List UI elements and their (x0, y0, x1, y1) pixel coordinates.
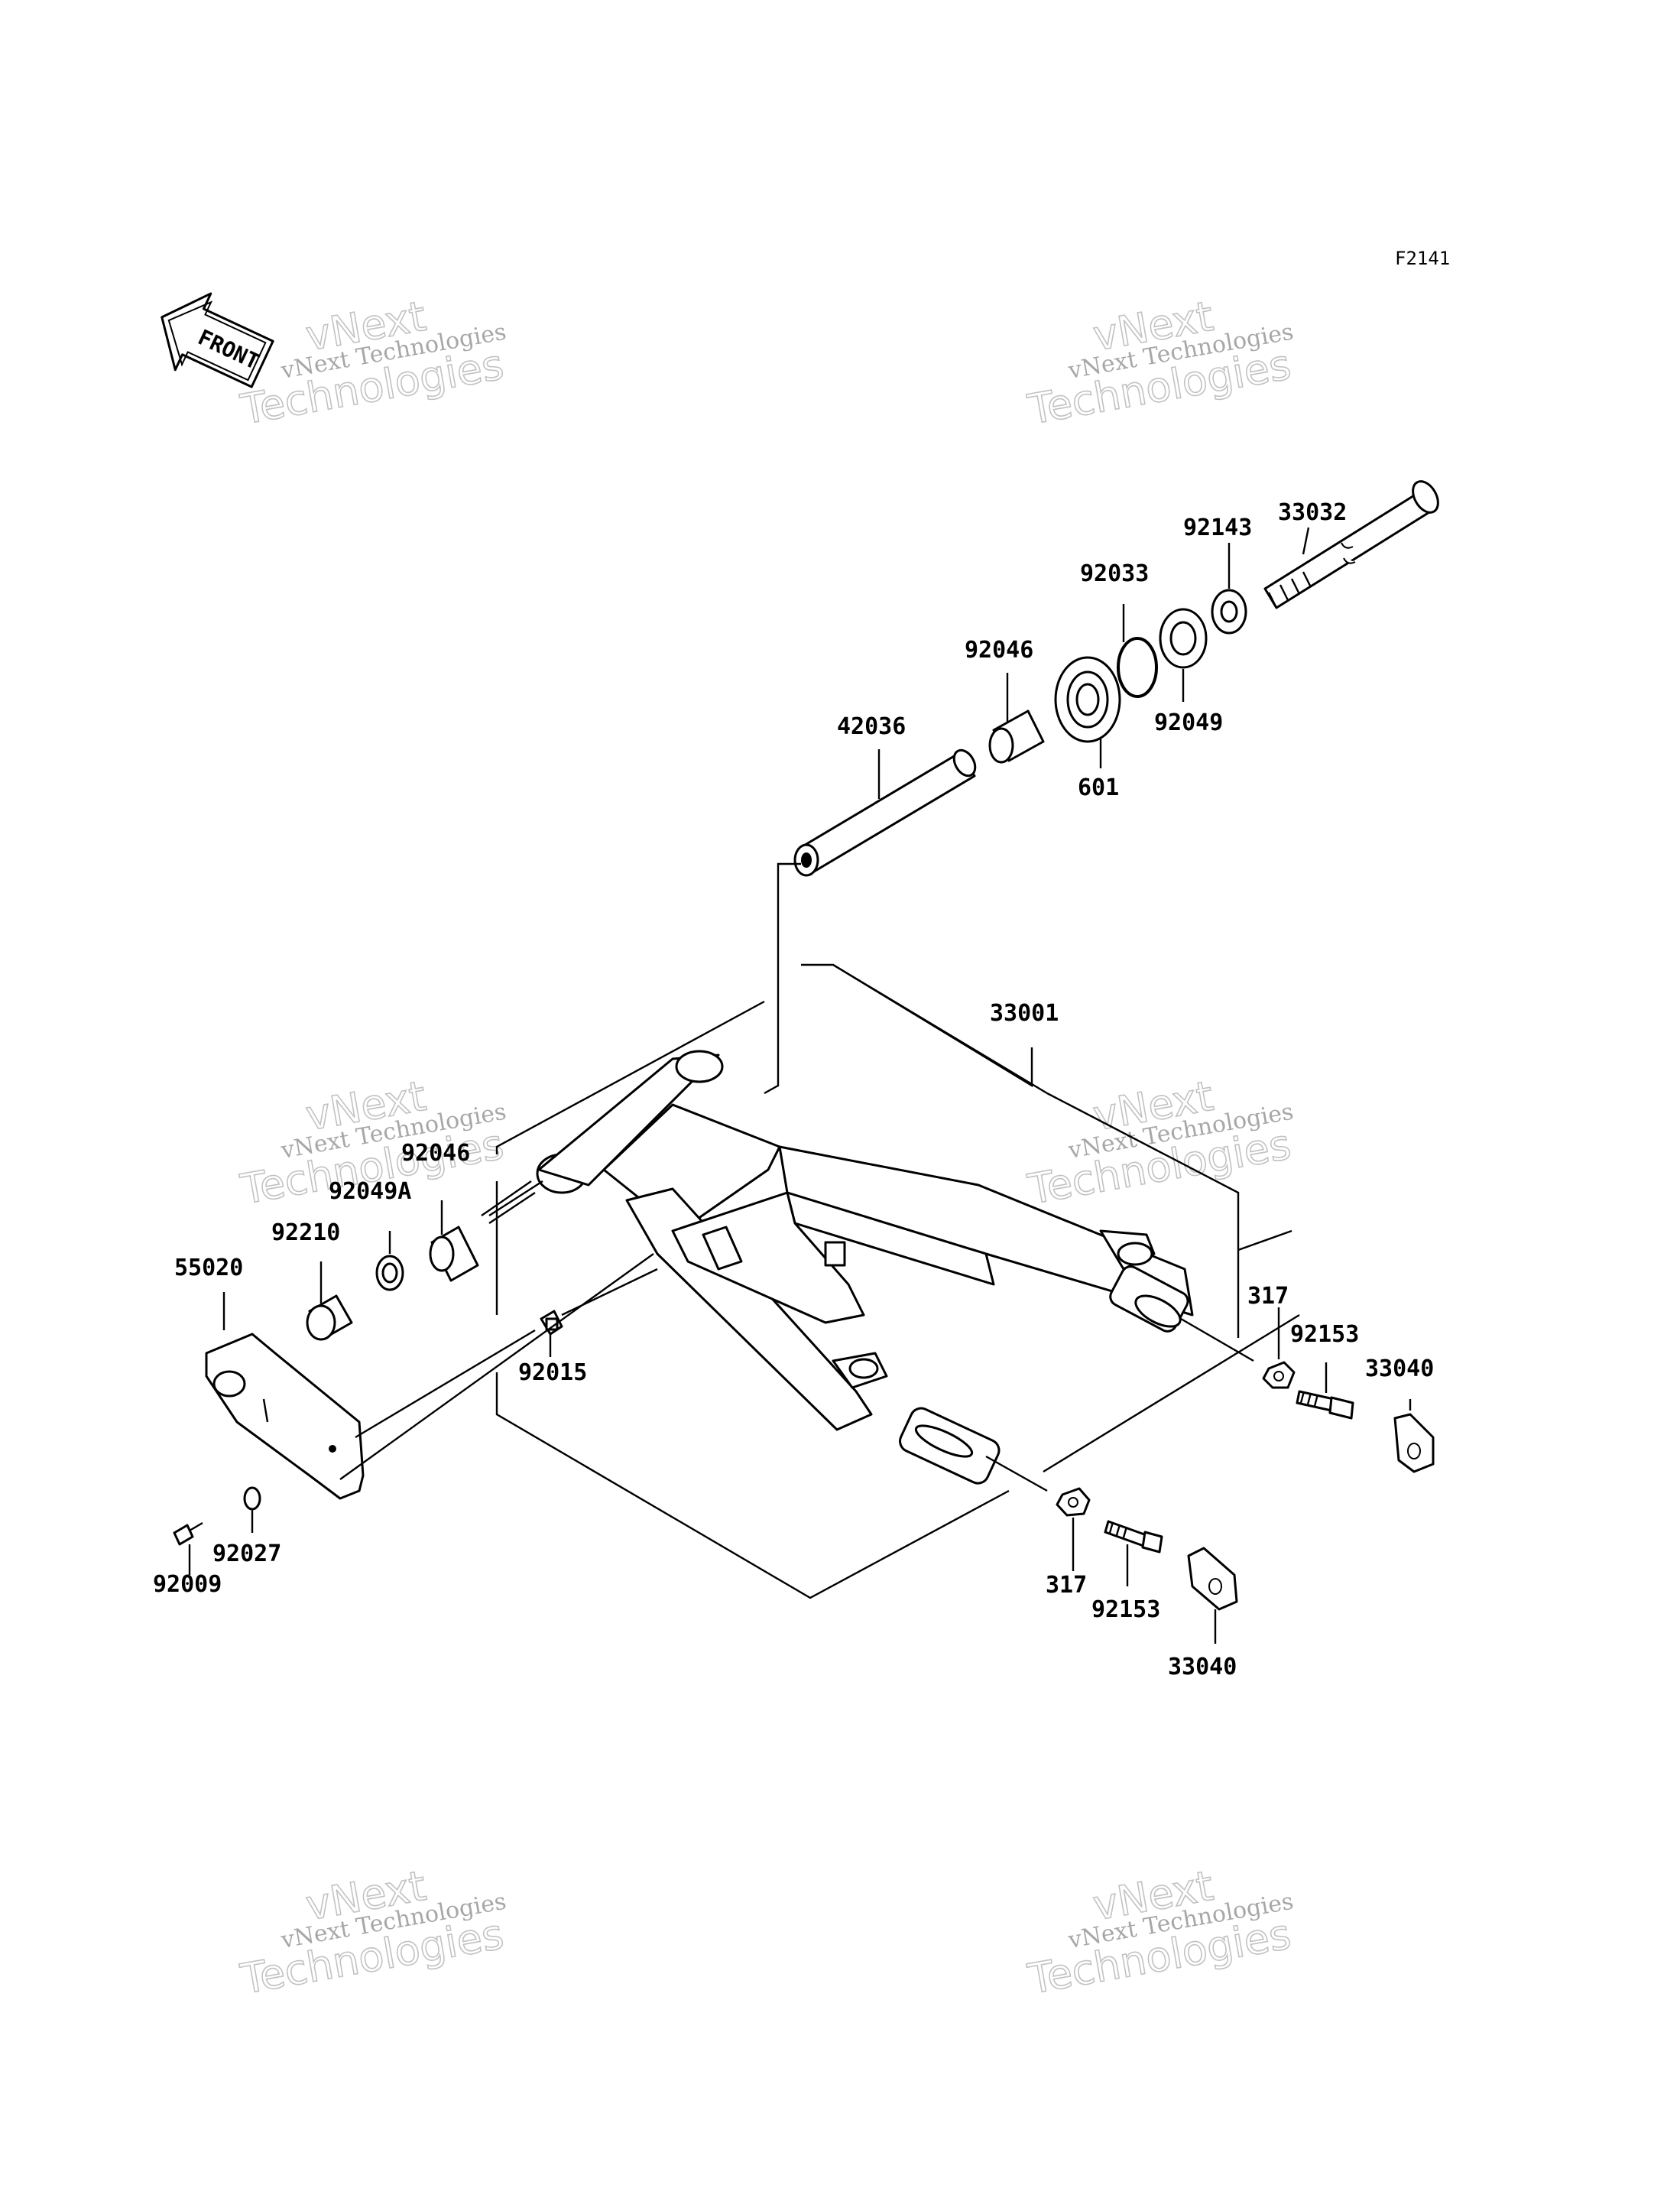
needle-bearing-left (429, 1226, 479, 1282)
part-label-92046: 92046 (965, 637, 1033, 664)
part-label-92143: 92143 (1183, 515, 1252, 541)
part-label-33040-lower: 33040 (1168, 1654, 1237, 1680)
figure-code: F2141 (1395, 248, 1450, 269)
watermark-top-right: vNext vNext Technologies Technologies (1023, 291, 1296, 434)
chain-guard-55020 (205, 1333, 365, 1500)
grease-nipple-92015 (540, 1310, 563, 1336)
leader-lines (188, 527, 1412, 1644)
circlip-92033 (1117, 637, 1158, 698)
part-label-33040-upper: 33040 (1365, 1355, 1434, 1382)
bolt-92153-upper (1296, 1390, 1354, 1420)
part-label-33032: 33032 (1278, 499, 1347, 526)
watermark-bottom-right: vNext vNext Technologies Technologies (1023, 1861, 1296, 2004)
part-label-92153-lower: 92153 (1091, 1596, 1160, 1623)
watermark-mid-right: vNext vNext Technologies Technologies (1023, 1071, 1296, 1214)
part-label-92046-left: 92046 (401, 1140, 470, 1167)
watermark-top-left: vNext vNext Technologies Technologies (236, 291, 508, 434)
part-label-601: 601 (1078, 774, 1119, 801)
swingarm-33001 (536, 1050, 1194, 1485)
part-label-33001: 33001 (990, 1000, 1059, 1027)
part-label-92210: 92210 (271, 1219, 340, 1246)
watermark-bottom-left: vNext vNext Technologies Technologies (236, 1861, 508, 2004)
part-label-92015: 92015 (518, 1359, 587, 1386)
needle-bearing-upper (988, 709, 1045, 764)
collar-92143 (1211, 589, 1247, 635)
part-label-92153-upper: 92153 (1290, 1321, 1359, 1348)
nut-317-upper (1262, 1361, 1296, 1389)
part-label-92049: 92049 (1154, 709, 1223, 736)
part-label-92049A: 92049A (329, 1178, 411, 1205)
sleeve-42036 (793, 748, 977, 877)
washer-92027 (243, 1486, 261, 1511)
adjuster-plate-33040-upper (1393, 1413, 1435, 1473)
front-arrow-icon: FRONT (161, 292, 274, 388)
part-label-55020: 55020 (174, 1255, 243, 1281)
part-label-42036: 42036 (837, 713, 906, 740)
oil-seal-92049 (1159, 608, 1208, 669)
part-label-92033: 92033 (1080, 560, 1149, 587)
nut-317-lower (1056, 1487, 1091, 1517)
part-label-317-upper: 317 (1247, 1283, 1289, 1310)
seal-92049A (375, 1255, 404, 1291)
pivot-shaft (1263, 480, 1439, 609)
screw-92009 (173, 1521, 203, 1546)
collar-92210 (306, 1294, 353, 1341)
part-label-92009: 92009 (153, 1571, 222, 1598)
part-label-92027: 92027 (212, 1541, 281, 1567)
adjuster-plate-33040-lower (1187, 1547, 1238, 1611)
ball-bearing-601 (1054, 656, 1121, 743)
bolt-92153-lower (1104, 1520, 1163, 1554)
part-labels: 33032 92143 92033 92046 92049 42036 601 … (153, 499, 1434, 1680)
part-label-317-lower: 317 (1046, 1572, 1087, 1599)
